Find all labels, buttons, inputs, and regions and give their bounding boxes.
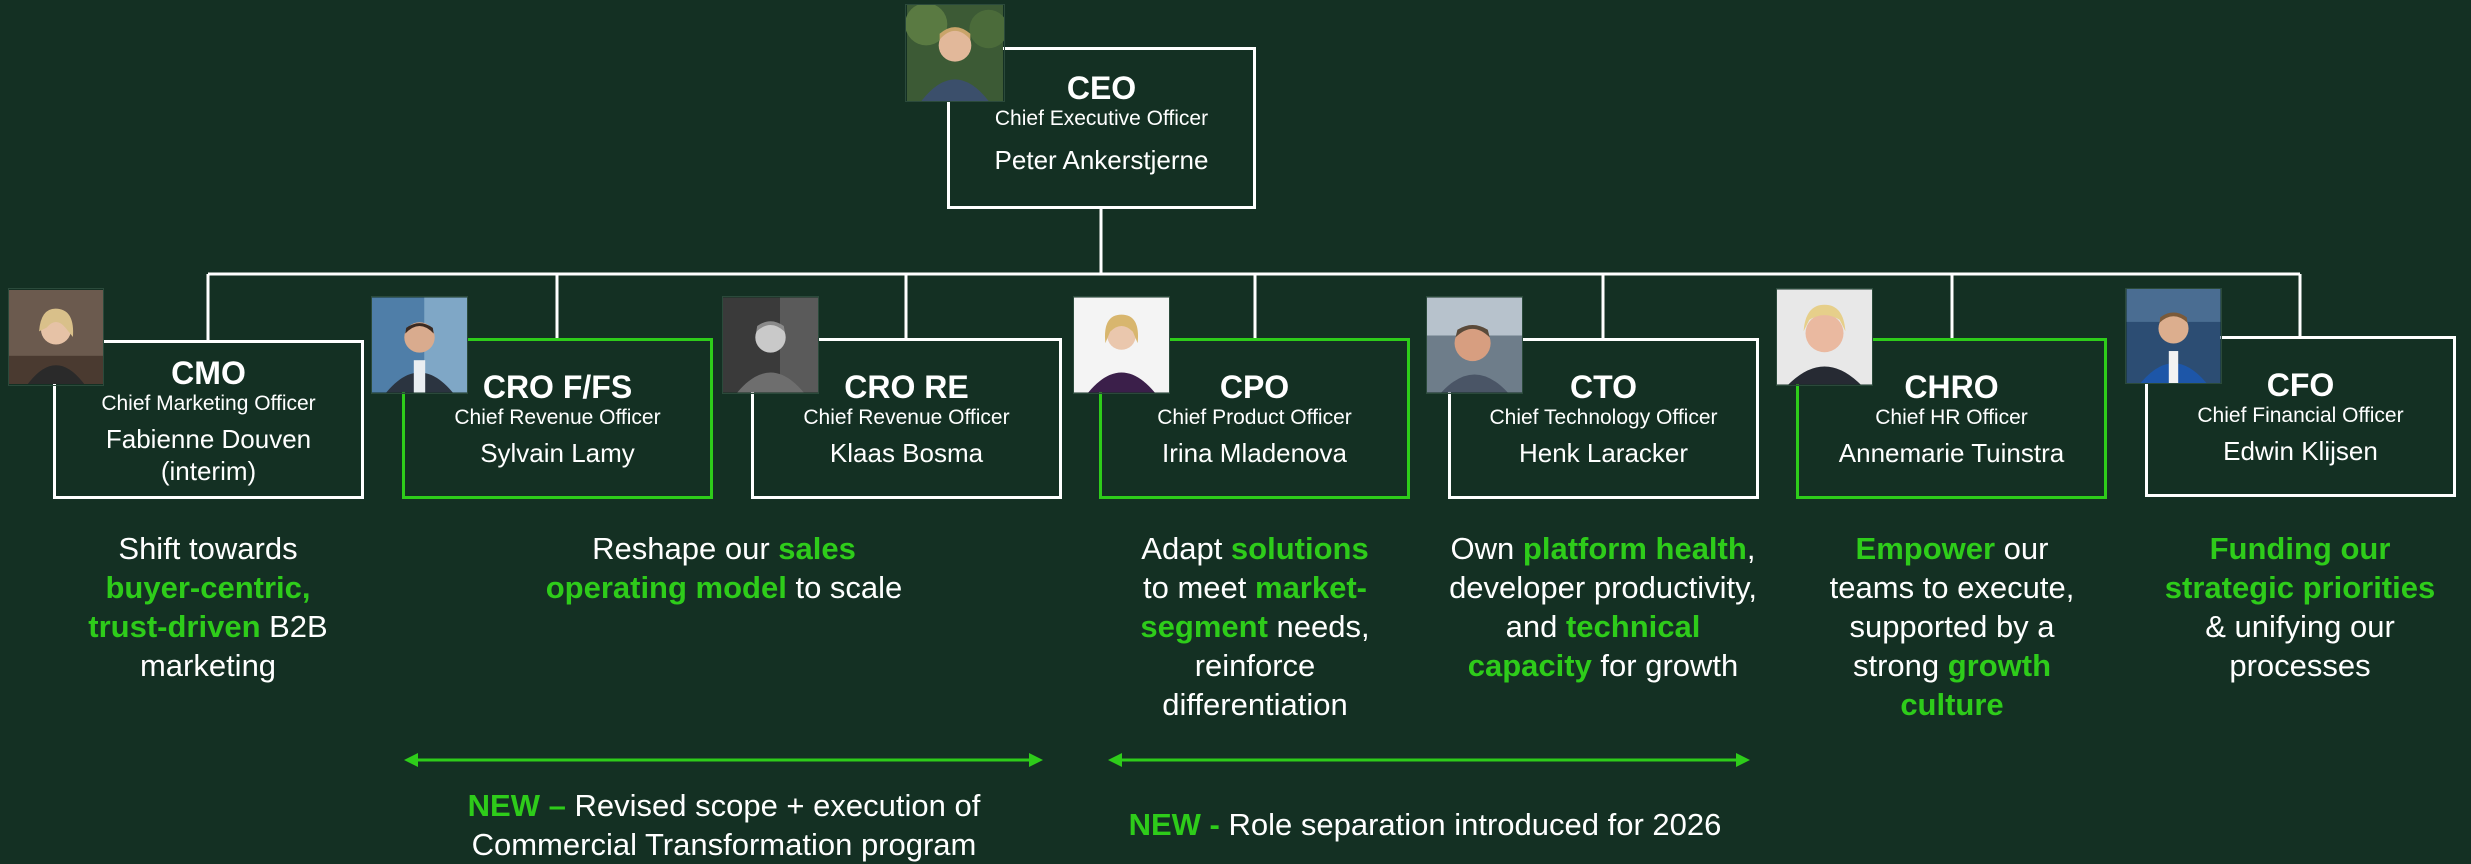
desc-text: for growth xyxy=(1591,648,1739,683)
cpo-description: Adapt solutions to meet market- segment … xyxy=(1100,529,1410,724)
desc-highlight: strategic priorities xyxy=(2164,570,2436,605)
cfo-title: Chief Financial Officer xyxy=(2197,404,2404,427)
cro-re-role: CRO RE xyxy=(844,369,969,405)
cto-name: Henk Laracker xyxy=(1518,438,1689,468)
desc-highlight: platform health xyxy=(1522,531,1747,566)
cpo-name: Irina Mladenova xyxy=(1162,438,1347,468)
new-tag: NEW – xyxy=(467,788,566,823)
ceo-box: CEO Chief Executive Officer Peter Ankers… xyxy=(947,47,1256,209)
desc-text: differentiation xyxy=(1162,687,1348,722)
desc-highlight: Empower xyxy=(1855,531,1996,566)
desc-highlight: trust-driven xyxy=(88,609,261,644)
cmo-description: Shift towards buyer-centric, trust-drive… xyxy=(48,529,368,685)
cfo-description: Funding our strategic priorities & unify… xyxy=(2140,529,2460,685)
cfo-name: Edwin Klijsen xyxy=(2223,436,2378,466)
cro-ffs-role: CRO F/FS xyxy=(482,369,633,405)
note-text: Role separation introduced for 2026 xyxy=(1219,807,1722,842)
chro-description: Empower our teams to execute, supported … xyxy=(1792,529,2112,724)
cto-description: Own platform health, developer productiv… xyxy=(1428,529,1778,685)
cpo-photo xyxy=(1073,296,1170,394)
desc-highlight: solutions xyxy=(1230,531,1369,566)
desc-text: & unifying our xyxy=(2205,609,2395,644)
ceo-photo xyxy=(905,4,1005,102)
cfo-photo xyxy=(2125,288,2222,384)
cto-box: CTO Chief Technology Officer Henk Larack… xyxy=(1448,338,1759,499)
cro-new-note: NEW – Revised scope + execution of Comme… xyxy=(400,786,1048,864)
cpo-box: CPO Chief Product Officer Irina Mladenov… xyxy=(1099,338,1410,499)
cro-ffs-name: Sylvain Lamy xyxy=(480,438,635,468)
desc-highlight: market- xyxy=(1255,570,1367,605)
cfo-role: CFO xyxy=(2266,367,2335,403)
note-text: Revised scope + execution of xyxy=(565,788,981,823)
desc-text: , xyxy=(1746,531,1756,566)
desc-text: processes xyxy=(2229,648,2371,683)
cro-re-photo xyxy=(722,296,819,394)
chro-photo xyxy=(1776,288,1873,386)
desc-text: B2B xyxy=(260,609,328,644)
desc-text: Adapt xyxy=(1141,531,1231,566)
desc-highlight: capacity xyxy=(1467,648,1592,683)
desc-highlight: operating model xyxy=(545,570,787,605)
cro-ffs-title: Chief Revenue Officer xyxy=(454,406,661,429)
cpo-title: Chief Product Officer xyxy=(1157,406,1352,429)
cro-re-box: CRO RE Chief Revenue Officer Klaas Bosma xyxy=(751,338,1062,499)
cto-role: CTO xyxy=(1570,369,1637,405)
desc-text: to scale xyxy=(786,570,903,605)
cto-photo xyxy=(1426,296,1523,394)
cmo-photo xyxy=(8,288,104,386)
cpo-cto-arrow xyxy=(1108,753,1750,767)
desc-highlight: segment xyxy=(1140,609,1268,644)
desc-text: Reshape our xyxy=(592,531,779,566)
cro-re-title: Chief Revenue Officer xyxy=(803,406,1010,429)
new-tag: NEW - xyxy=(1128,807,1220,842)
desc-text: supported by a xyxy=(1849,609,2055,644)
chro-title: Chief HR Officer xyxy=(1875,406,2028,429)
cro-scope-arrow xyxy=(404,753,1043,767)
desc-text: strong xyxy=(1852,648,1948,683)
desc-text: reinforce xyxy=(1194,648,1316,683)
cmo-name: Fabienne Douven xyxy=(105,424,312,454)
desc-text: Shift towards xyxy=(118,531,298,566)
desc-highlight: buyer-centric, xyxy=(105,570,311,605)
chro-box: CHRO Chief HR Officer Annemarie Tuinstra xyxy=(1796,338,2107,499)
desc-highlight: Funding our xyxy=(2209,531,2391,566)
desc-text: marketing xyxy=(139,648,277,683)
ceo-title: Chief Executive Officer xyxy=(994,107,1209,130)
cro-ffs-photo xyxy=(371,296,468,394)
desc-text: teams to execute, xyxy=(1829,570,2075,605)
cmo-note: (interim) xyxy=(160,456,257,486)
desc-highlight: culture xyxy=(1900,687,2004,722)
cmo-title: Chief Marketing Officer xyxy=(101,392,316,415)
cro-re-name: Klaas Bosma xyxy=(829,438,984,468)
chro-role: CHRO xyxy=(1904,369,1999,405)
desc-text: needs, xyxy=(1267,609,1370,644)
desc-text: developer productivity, xyxy=(1449,570,1757,605)
desc-text: Own xyxy=(1450,531,1523,566)
chro-name: Annemarie Tuinstra xyxy=(1838,438,2065,468)
cro-description: Reshape our sales operating model to sca… xyxy=(460,529,988,607)
desc-text: to meet xyxy=(1143,570,1255,605)
cpo-role: CPO xyxy=(1219,369,1290,405)
cpo-cto-new-note: NEW - Role separation introduced for 202… xyxy=(1085,805,1765,844)
ceo-name: Peter Ankerstjerne xyxy=(994,145,1209,175)
desc-text: our xyxy=(1995,531,2049,566)
cmo-role: CMO xyxy=(171,355,246,391)
ceo-role: CEO xyxy=(1066,70,1137,106)
note-text: Commercial Transformation program xyxy=(471,827,977,862)
desc-highlight: growth xyxy=(1947,648,2052,683)
cto-title: Chief Technology Officer xyxy=(1489,406,1718,429)
desc-highlight: technical xyxy=(1565,609,1701,644)
desc-text: and xyxy=(1505,609,1566,644)
cmo-box: CMO Chief Marketing Officer Fabienne Dou… xyxy=(53,340,364,499)
cro-ffs-box: CRO F/FS Chief Revenue Officer Sylvain L… xyxy=(402,338,713,499)
desc-highlight: sales xyxy=(778,531,856,566)
